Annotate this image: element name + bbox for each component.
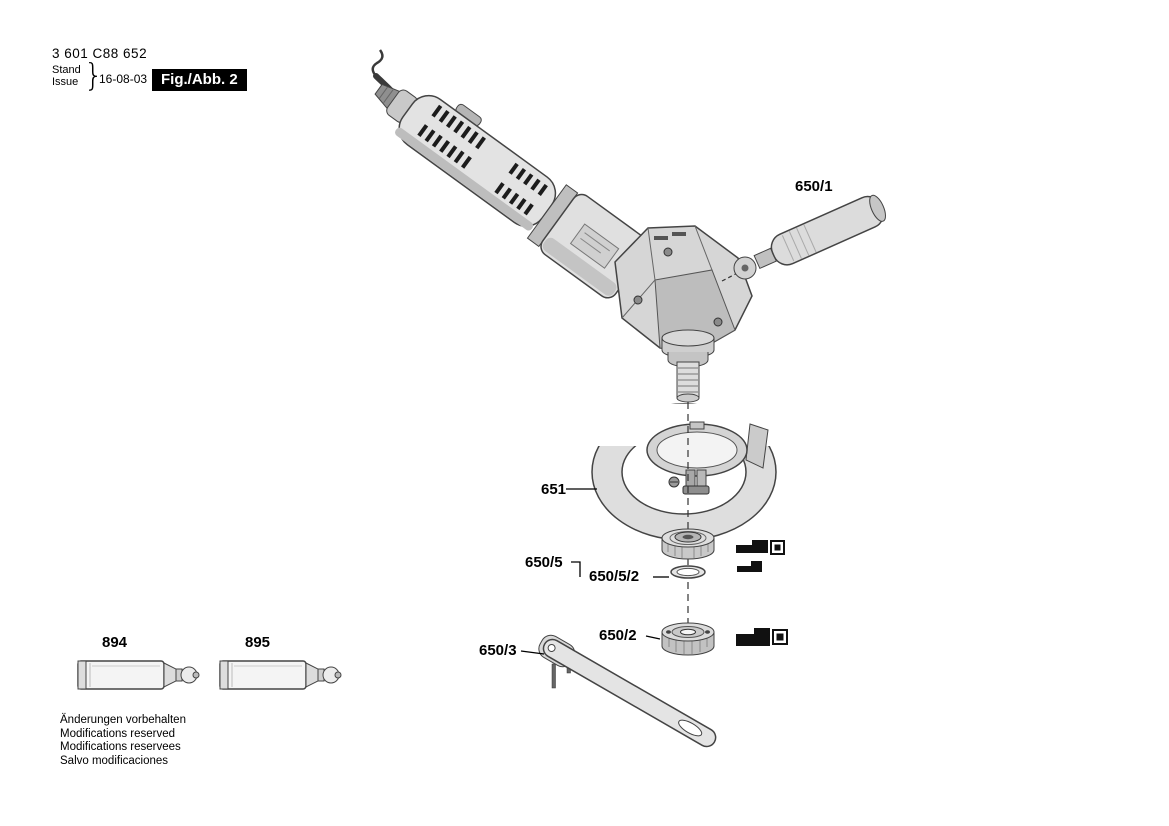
footer-line-fr: Modifications reservees	[60, 741, 181, 753]
part-label-wheel-guard: 651	[541, 481, 567, 498]
part-label-backing-ring: 650/5/2	[589, 568, 640, 585]
brand-plate	[569, 223, 620, 269]
part-label-tube-895: 895	[245, 634, 271, 651]
stand-issue-brace: }	[84, 57, 104, 94]
grease-tube-895	[219, 660, 342, 690]
footer-line-es: Salvo modificaciones	[60, 754, 169, 767]
stand-issue-block: Stand Issue	[52, 64, 81, 88]
part-label-side-handle: 650/1	[795, 178, 833, 195]
document-part-number: 3 601 C88 652	[52, 46, 148, 61]
issue-label: Issue	[52, 76, 79, 88]
footer-line-en: Modifications reserved	[60, 727, 176, 740]
side-handle	[721, 194, 886, 282]
part-label-clamping-nut: 650/2	[599, 627, 637, 644]
wheel-guard	[584, 403, 788, 541]
vent-slots	[417, 104, 548, 216]
guard-clamp-bolt	[682, 485, 710, 495]
gear-head	[614, 225, 753, 351]
backing-flange	[661, 528, 715, 560]
grease-tube-894	[77, 660, 200, 690]
motor-housing	[374, 83, 649, 299]
pin-spanner	[538, 634, 717, 748]
figure-number-badge: Fig./Abb. 2	[152, 69, 247, 91]
part-label-pin-spanner: 650/3	[479, 642, 517, 659]
footer-notes: Änderungen vorbehalten Modifications res…	[60, 714, 186, 768]
footer-line-de: Änderungen vorbehalten	[60, 714, 186, 726]
head-screw	[713, 317, 723, 327]
nut-orientation-icon	[736, 628, 788, 646]
head-screw	[663, 247, 673, 257]
part-label-flange-assembly: 650/5	[525, 554, 563, 571]
leader-lines	[520, 488, 669, 655]
spindle	[661, 329, 715, 403]
backing-ring	[670, 565, 706, 579]
part-label-tube-894: 894	[102, 634, 128, 651]
issue-date: 16-08-03	[99, 72, 148, 86]
clamping-nut	[661, 622, 715, 656]
head-screw	[633, 295, 643, 305]
stand-label: Stand	[52, 64, 81, 76]
flange-orientation-icon	[736, 540, 785, 572]
